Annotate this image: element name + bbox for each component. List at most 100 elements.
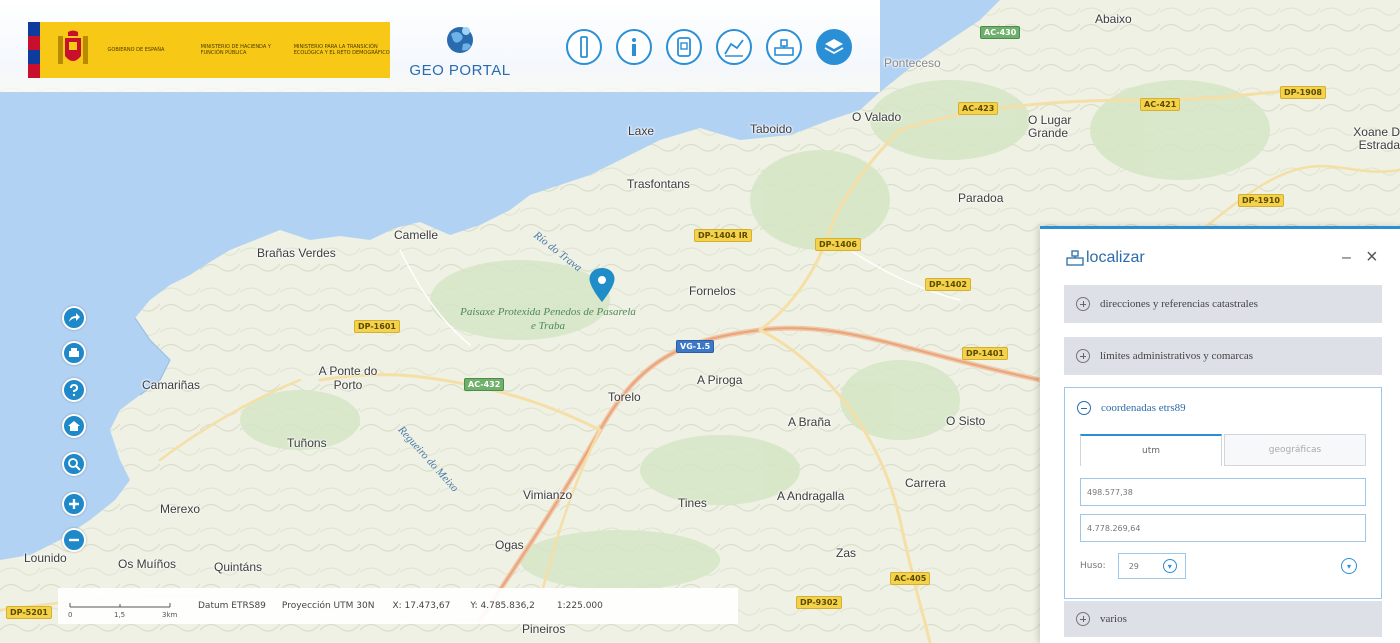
zone-value: 29 bbox=[1128, 561, 1139, 571]
locate-icon bbox=[774, 39, 794, 56]
eu-flag-stripe bbox=[28, 22, 40, 78]
ministry-text: Ministerio para la Transición Ecológica … bbox=[293, 44, 390, 56]
place-label: O Lugar Grande bbox=[1028, 113, 1072, 140]
expand-icon bbox=[1076, 349, 1090, 363]
road-shield: AC-423 bbox=[958, 102, 999, 115]
datum-label: Datum ETRS89 bbox=[198, 601, 266, 611]
expand-icon bbox=[1076, 297, 1090, 311]
close-button[interactable]: × bbox=[1366, 246, 1378, 268]
place-label: Pineiros bbox=[522, 622, 566, 636]
accordion-admin-limits[interactable]: límites administrativos y comarcas bbox=[1064, 337, 1382, 375]
road-shield: DP-5201 bbox=[6, 606, 52, 619]
zoom-area-icon bbox=[68, 458, 81, 471]
road-shield: DP-1910 bbox=[1238, 194, 1284, 207]
place-label: Xoane D Estrada bbox=[1353, 125, 1400, 152]
place-label: A Piroga bbox=[697, 373, 743, 387]
accordion-addresses[interactable]: direcciones y referencias catastrales bbox=[1064, 285, 1382, 323]
x-coordinate: X: 17.473,67 bbox=[392, 601, 451, 611]
place-label: A Braña bbox=[788, 415, 831, 429]
zoom-out-icon bbox=[69, 538, 79, 542]
zone-row: Huso: 29 ▾ bbox=[1080, 552, 1186, 580]
place-label: Taboido bbox=[750, 122, 793, 136]
place-label: Tines bbox=[678, 496, 707, 510]
place-label: Camariñas bbox=[142, 378, 201, 392]
road-shield: AC-430 bbox=[980, 26, 1021, 39]
coat-of-arms-icon bbox=[56, 30, 90, 70]
help-button[interactable] bbox=[62, 378, 86, 402]
road-shield: DP-1402 bbox=[925, 278, 971, 291]
road-shield: DP-1406 bbox=[815, 238, 861, 251]
x-coordinate-input[interactable] bbox=[1080, 478, 1366, 506]
layers-tool-button[interactable] bbox=[816, 29, 852, 65]
locate-go-button[interactable]: ▾ bbox=[1341, 558, 1357, 574]
place-label: Vimianzo bbox=[523, 488, 573, 502]
place-label: Brañas Verdes bbox=[257, 246, 336, 260]
y-coordinate: Y: 4.785.836,2 bbox=[470, 601, 535, 611]
zone-label: Huso: bbox=[1080, 561, 1106, 571]
place-label: A Andragalla bbox=[777, 489, 845, 503]
localizar-panel: localizar – × direcciones y referencias … bbox=[1040, 226, 1400, 643]
geoportal-logo[interactable]: GEO PORTAL bbox=[405, 22, 515, 82]
logo-caption: GEO PORTAL bbox=[409, 62, 511, 79]
document-tool-button[interactable] bbox=[666, 29, 702, 65]
zone-select[interactable]: 29 ▾ bbox=[1117, 553, 1186, 579]
road-shield: AC-432 bbox=[464, 378, 505, 391]
accordion-misc[interactable]: varios bbox=[1064, 601, 1382, 637]
accordion-coordinates-header[interactable]: coordenadas etrs89 bbox=[1065, 388, 1381, 428]
place-label: Camelle bbox=[394, 228, 439, 242]
place-label: Abaixo bbox=[1095, 12, 1132, 26]
place-label: Carrera bbox=[905, 476, 946, 490]
map-draw-tool-button[interactable] bbox=[716, 29, 752, 65]
y-coordinate-input[interactable] bbox=[1080, 514, 1366, 542]
place-label: O Valado bbox=[852, 110, 902, 124]
place-label: Trasfontans bbox=[627, 177, 690, 191]
info-tool-button[interactable] bbox=[616, 29, 652, 65]
app-header: Gobierno de España Ministerio de Haciend… bbox=[0, 0, 880, 92]
locate-tool-button[interactable] bbox=[766, 29, 802, 65]
place-label: Laxe bbox=[628, 124, 655, 138]
location-marker bbox=[589, 268, 615, 302]
chevron-down-icon: ▾ bbox=[1162, 559, 1177, 573]
help-icon bbox=[70, 383, 79, 397]
road-shield: VG-1.5 bbox=[676, 340, 715, 353]
scale-bar: 0 1,5 3km bbox=[66, 591, 177, 621]
zoom-in-icon bbox=[69, 499, 79, 509]
ministry-text: Ministerio de Hacienda y Función Pública bbox=[200, 44, 271, 56]
place-label: Quintáns bbox=[214, 560, 263, 574]
accordion-coordinates: coordenadas etrs89 utm geográficas Huso:… bbox=[1064, 387, 1382, 599]
place-label: Os Muíños bbox=[118, 557, 177, 571]
road-shield: AC-405 bbox=[890, 572, 931, 585]
road-shield: AC-421 bbox=[1140, 98, 1181, 111]
zoom-out-button[interactable] bbox=[62, 528, 86, 552]
zoom-area-button[interactable] bbox=[62, 452, 86, 476]
place-label: Lounido bbox=[24, 551, 67, 565]
road-shield: DP-1404 IR bbox=[694, 229, 752, 242]
locate-icon bbox=[1066, 250, 1084, 266]
status-bar: 0 1,5 3km Datum ETRS89 Proyección UTM 30… bbox=[58, 588, 738, 624]
panel-header: localizar – × bbox=[1040, 229, 1400, 285]
panel-title: localizar bbox=[1086, 249, 1145, 266]
accordion-label: direcciones y referencias catastrales bbox=[1100, 298, 1258, 310]
government-logo-banner[interactable]: Gobierno de España Ministerio de Haciend… bbox=[28, 22, 390, 78]
place-label: A Ponte do Porto bbox=[318, 364, 378, 392]
print-button[interactable] bbox=[62, 341, 86, 365]
minimize-button[interactable]: – bbox=[1342, 249, 1351, 266]
road-shield: DP-1601 bbox=[354, 320, 400, 333]
info-icon bbox=[632, 38, 636, 56]
place-label: Torelo bbox=[608, 390, 641, 404]
map-draw-icon bbox=[724, 39, 744, 57]
place-label: Tuñons bbox=[287, 436, 327, 450]
share-button[interactable] bbox=[62, 306, 86, 330]
tab-geographic[interactable]: geográficas bbox=[1224, 434, 1366, 466]
tab-utm[interactable]: utm bbox=[1080, 434, 1222, 466]
place-label: O Sisto bbox=[946, 414, 986, 428]
zoom-in-button[interactable] bbox=[62, 492, 86, 516]
ruler-tool-button[interactable] bbox=[566, 29, 602, 65]
road-shield: DP-9302 bbox=[796, 596, 842, 609]
accordion-label: coordenadas etrs89 bbox=[1101, 402, 1186, 414]
document-icon bbox=[677, 37, 691, 57]
map-scale: 1:225.000 bbox=[556, 601, 603, 611]
print-icon bbox=[69, 348, 79, 357]
home-button[interactable] bbox=[62, 414, 86, 438]
place-label: Ogas bbox=[495, 538, 524, 552]
